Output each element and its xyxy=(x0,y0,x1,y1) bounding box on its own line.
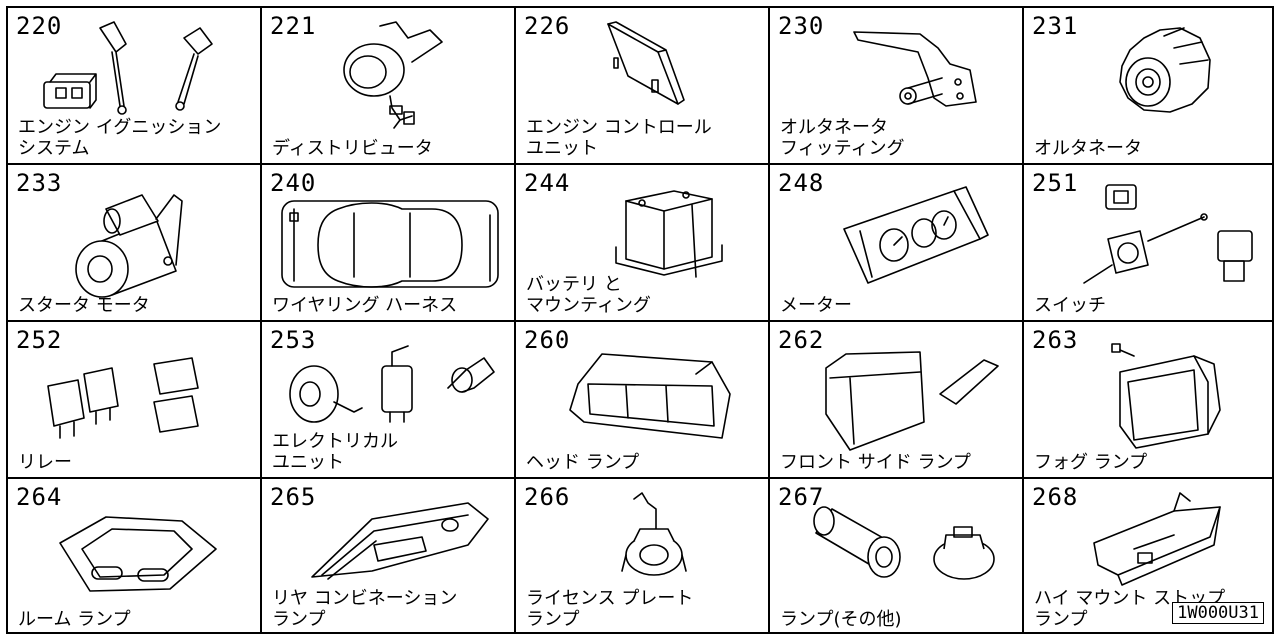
battery-icon xyxy=(516,165,768,320)
category-cell-240[interactable]: 240 ワイヤリング ハーネス xyxy=(262,165,514,320)
category-code: 262 xyxy=(778,326,825,354)
grid-divider xyxy=(8,320,1272,322)
distributor-icon xyxy=(262,8,514,163)
category-code: 231 xyxy=(1032,12,1079,40)
room-lamp-icon xyxy=(8,479,260,634)
category-code: 252 xyxy=(16,326,63,354)
grid-divider xyxy=(8,163,1272,165)
category-cell-233[interactable]: 233 スタータ モータ xyxy=(8,165,260,320)
category-cell-226[interactable]: 226 エンジン コントロール ユニット xyxy=(516,8,768,163)
category-label: オルタネータ フィッティング xyxy=(780,117,905,159)
category-code: 230 xyxy=(778,12,825,40)
page-code-badge: 1W000U31 xyxy=(1172,602,1264,624)
license-lamp-icon xyxy=(516,479,768,634)
category-label: ルーム ランプ xyxy=(18,609,131,630)
category-label: メーター xyxy=(780,295,852,316)
category-label: ランプ(その他) xyxy=(780,609,902,630)
category-code: 233 xyxy=(16,169,63,197)
category-label: フロント サイド ランプ xyxy=(780,452,971,473)
starter-motor-icon xyxy=(8,165,260,320)
wiring-harness-icon xyxy=(262,165,514,320)
category-cell-244[interactable]: 244 バッテリ と マウンティング xyxy=(516,165,768,320)
category-label: エレクトリカル ユニット xyxy=(272,431,398,473)
relay-icon xyxy=(8,322,260,477)
category-label: バッテリ と マウンティング xyxy=(526,274,651,316)
category-code: 251 xyxy=(1032,169,1079,197)
category-cell-251[interactable]: 251 スイッチ xyxy=(1024,165,1276,320)
category-label: スタータ モータ xyxy=(18,295,150,316)
category-code: 253 xyxy=(270,326,317,354)
rear-lamp-icon xyxy=(262,479,514,634)
side-lamp-icon xyxy=(770,322,1022,477)
category-cell-264[interactable]: 264 ルーム ランプ xyxy=(8,479,260,634)
category-label: エンジン コントロール ユニット xyxy=(526,117,712,159)
category-label: ライセンス プレート ランプ xyxy=(526,588,694,630)
category-cell-253[interactable]: 253 エレクトリカル ユニット xyxy=(262,322,514,477)
category-cell-248[interactable]: 248 メーター xyxy=(770,165,1022,320)
bulb-icon xyxy=(770,479,1022,634)
category-cell-260[interactable]: 260 ヘッド ランプ xyxy=(516,322,768,477)
category-label: エンジン イグニッション システム xyxy=(18,117,222,159)
category-cell-231[interactable]: 231 オルタネータ xyxy=(1024,8,1276,163)
meter-cluster-icon xyxy=(770,165,1022,320)
category-code: 226 xyxy=(524,12,571,40)
ignition-parts-icon xyxy=(8,8,260,163)
category-label: ヘッド ランプ xyxy=(526,452,640,473)
category-code: 240 xyxy=(270,169,317,197)
category-cell-221[interactable]: 221 ディストリビュータ xyxy=(262,8,514,163)
category-cell-252[interactable]: 252 リレー xyxy=(8,322,260,477)
category-label: ワイヤリング ハーネス xyxy=(272,295,458,316)
category-code: 220 xyxy=(16,12,63,40)
category-label: フォグ ランプ xyxy=(1034,452,1148,473)
category-cell-267[interactable]: 267 ランプ(その他) xyxy=(770,479,1022,634)
category-cell-220[interactable]: 220 エンジン イグニッション システム xyxy=(8,8,260,163)
category-code: 266 xyxy=(524,483,571,511)
alternator-icon xyxy=(1024,8,1276,163)
category-cell-266[interactable]: 266 ライセンス プレート ランプ xyxy=(516,479,768,634)
category-label: リヤ コンビネーション ランプ xyxy=(272,588,458,630)
category-label: オルタネータ xyxy=(1034,138,1142,159)
category-label: スイッチ xyxy=(1034,295,1106,316)
high-mount-stop-lamp-icon xyxy=(1024,479,1276,634)
category-code: 265 xyxy=(270,483,317,511)
electrical-unit-icon xyxy=(262,322,514,477)
category-cell-230[interactable]: 230 オルタネータ フィッティング xyxy=(770,8,1022,163)
alternator-bracket-icon xyxy=(770,8,1022,163)
category-label: ディストリビュータ xyxy=(272,138,433,159)
category-code: 260 xyxy=(524,326,571,354)
category-cell-262[interactable]: 262 フロント サイド ランプ xyxy=(770,322,1022,477)
grid-divider xyxy=(8,477,1272,479)
category-code: 248 xyxy=(778,169,825,197)
switch-icon xyxy=(1024,165,1276,320)
category-code: 221 xyxy=(270,12,317,40)
category-code: 268 xyxy=(1032,483,1079,511)
category-code: 267 xyxy=(778,483,825,511)
category-label: リレー xyxy=(18,452,72,473)
category-cell-265[interactable]: 265 リヤ コンビネーション ランプ xyxy=(262,479,514,634)
category-code: 244 xyxy=(524,169,571,197)
parts-category-grid: 220 エンジン イグニッション システム 221 ディストリビュータ 226 … xyxy=(6,6,1274,634)
fog-lamp-icon xyxy=(1024,322,1276,477)
ecu-icon xyxy=(516,8,768,163)
category-code: 264 xyxy=(16,483,63,511)
category-code: 263 xyxy=(1032,326,1079,354)
category-cell-263[interactable]: 263 フォグ ランプ xyxy=(1024,322,1276,477)
headlamp-icon xyxy=(516,322,768,477)
